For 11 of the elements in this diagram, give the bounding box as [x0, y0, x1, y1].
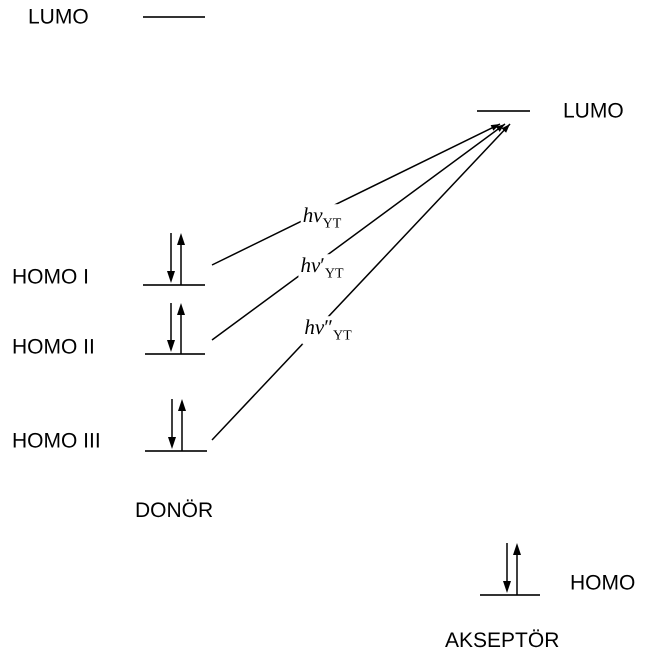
level-label: LUMO — [563, 100, 624, 122]
level-label: LUMO — [28, 6, 89, 28]
level-label: HOMO II — [12, 336, 95, 358]
group-label: AKSEPTÖR — [445, 630, 560, 651]
group-label: DONÖR — [135, 500, 214, 521]
level-label: HOMO — [570, 572, 636, 594]
level-label: HOMO I — [12, 266, 89, 288]
arrow — [212, 123, 506, 341]
level-label: HOMO III — [12, 430, 101, 452]
arrow — [211, 123, 511, 441]
edge-label: hv″$_{YT}$ — [302, 316, 354, 344]
